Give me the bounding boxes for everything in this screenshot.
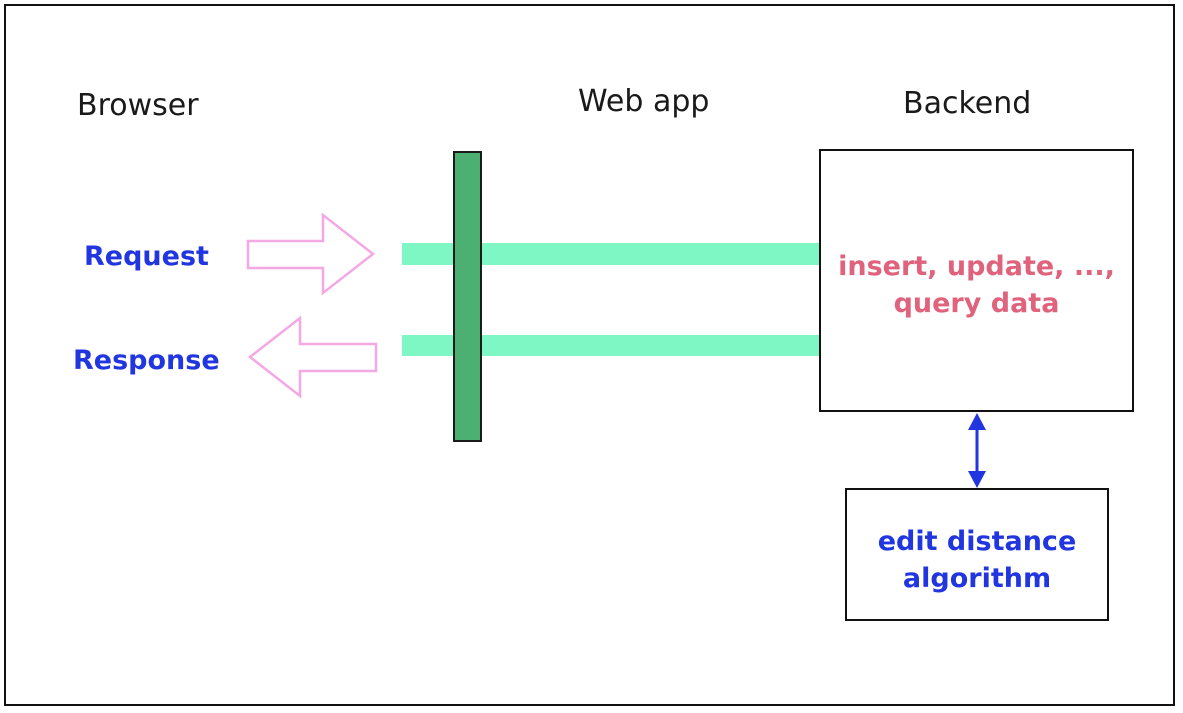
request-label: Request xyxy=(84,241,209,272)
browser-heading: Browser xyxy=(77,88,199,123)
backend-box-line2: query data xyxy=(893,288,1060,319)
backend-box-line1: insert, update, ..., xyxy=(838,251,1115,282)
response-label: Response xyxy=(73,345,220,376)
response-arrow-icon xyxy=(247,315,378,399)
link-arrow-down-icon xyxy=(968,471,986,488)
backend-box: insert, update, ..., query data xyxy=(819,149,1134,412)
web-app-heading: Web app xyxy=(578,84,710,119)
diagram-frame xyxy=(4,4,1175,706)
algorithm-box-line1: edit distance xyxy=(877,526,1077,557)
web-app-bar xyxy=(453,151,482,442)
algorithm-box-line2: algorithm xyxy=(902,563,1052,594)
algorithm-box: edit distance algorithm xyxy=(845,488,1109,621)
request-channel xyxy=(402,243,821,265)
response-channel xyxy=(402,335,821,356)
link-arrow-up-icon xyxy=(968,413,986,430)
backend-heading: Backend xyxy=(903,86,1032,121)
request-arrow-icon xyxy=(246,212,376,296)
